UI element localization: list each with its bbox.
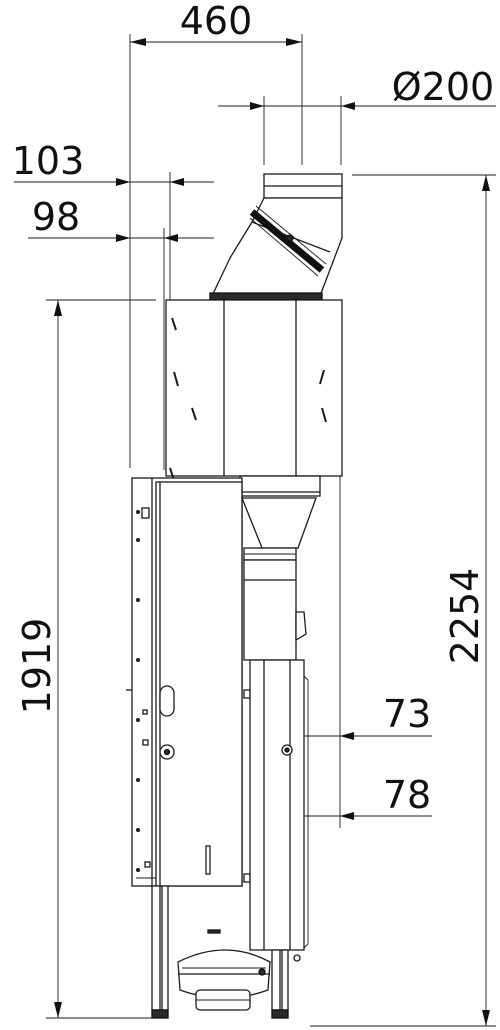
dimension-width-total: 460 [180, 0, 253, 43]
convection-hood [165, 299, 343, 497]
firebox-body [126, 477, 251, 887]
dimension-offset-rear-1: 73 [383, 692, 431, 736]
base-legs [151, 885, 289, 1019]
flue-elbow [209, 173, 343, 301]
dimension-height-body: 1919 [15, 618, 59, 715]
dimension-offset-rear-2: 78 [383, 773, 431, 817]
dimension-offset-top-1: 103 [12, 139, 85, 183]
dimension-flue-diameter: Ø200 [392, 65, 494, 109]
dimension-height-total: 2254 [443, 568, 487, 665]
rear-section [241, 497, 317, 962]
dimension-offset-top-2: 98 [32, 195, 80, 239]
